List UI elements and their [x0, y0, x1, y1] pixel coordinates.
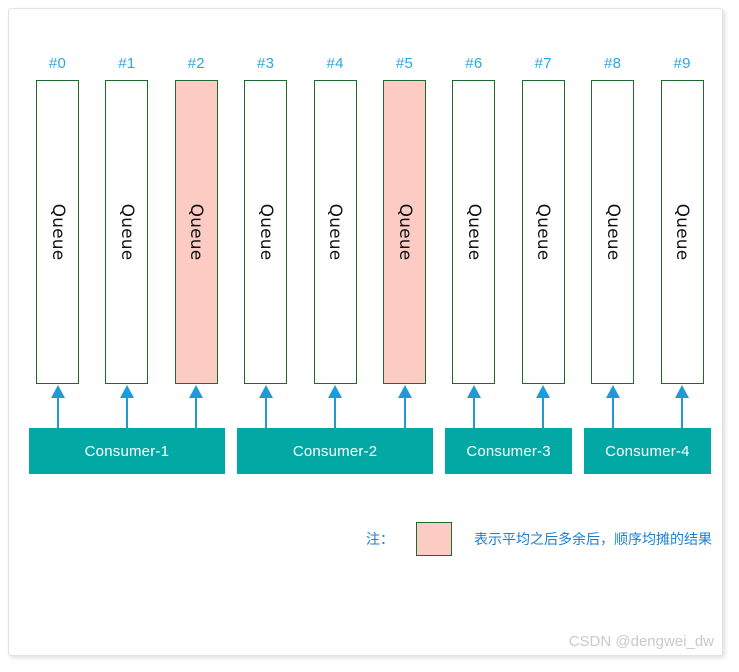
arrow-head-icon — [50, 385, 65, 398]
consumer-label: Consumer-4 — [605, 442, 690, 460]
queue-box-label: Queue — [325, 203, 346, 261]
consumer-label: Consumer-1 — [84, 442, 170, 460]
arrow-line — [611, 396, 614, 428]
arrow-line — [264, 396, 267, 428]
queue-index-label: #8 — [604, 55, 622, 72]
watermark-text: CSDN @dengwei_dw — [568, 633, 714, 650]
arrow-line — [195, 396, 198, 428]
consumer-box-3[interactable]: Consumer-3 — [445, 428, 572, 474]
queue-index-label: #0 — [48, 55, 67, 72]
arrow-head-icon — [189, 385, 204, 398]
legend-color-swatch — [416, 522, 452, 556]
queue-index-label: #9 — [673, 55, 691, 72]
queue-index-label: #3 — [257, 55, 275, 72]
consumer-to-queue-arrow — [189, 385, 204, 428]
queue-index-label: #1 — [118, 55, 136, 72]
queue-box-label: Queue — [394, 203, 415, 261]
queue-box[interactable]: Queue — [244, 80, 288, 384]
consumer-to-queue-arrow — [466, 385, 481, 428]
queue-index-label: #4 — [326, 55, 344, 72]
queue-box[interactable]: Queue — [105, 80, 149, 384]
arrow-head-icon — [397, 385, 412, 398]
consumer-box-1[interactable]: Consumer-1 — [29, 428, 225, 474]
consumer-to-queue-arrow — [328, 385, 343, 428]
queue-box[interactable]: Queue — [521, 80, 565, 384]
arrow-line — [542, 396, 545, 428]
queue-box-label: Queue — [672, 203, 693, 261]
arrow-line — [403, 396, 406, 428]
legend-description: 表示平均之后多余后，顺序均摊的结果 — [474, 532, 712, 548]
queue-box-label: Queue — [255, 203, 276, 261]
queue-box-label: Queue — [116, 203, 137, 261]
arrow-head-icon — [119, 385, 134, 398]
arrow-head-icon — [328, 385, 343, 398]
consumer-to-queue-arrow — [119, 385, 134, 428]
arrow-line — [472, 396, 475, 428]
arrow-line — [334, 396, 337, 428]
legend: 注： 表示平均之后多余后，顺序均摊的结果 — [366, 522, 712, 556]
consumer-to-queue-arrow — [50, 385, 65, 428]
arrow-head-icon — [258, 385, 273, 398]
queue-box[interactable]: Queue — [174, 80, 218, 384]
arrow-line — [56, 396, 59, 428]
consumer-to-queue-arrow — [397, 385, 412, 428]
queue-box-label: Queue — [533, 203, 554, 261]
queue-box[interactable]: Queue — [383, 80, 426, 384]
arrow-line — [681, 396, 684, 428]
queue-box[interactable]: Queue — [313, 80, 357, 384]
queue-index-label: #7 — [534, 55, 552, 72]
consumer-to-queue-arrow — [258, 385, 273, 428]
queue-index-label: #5 — [395, 55, 414, 72]
queue-box[interactable]: Queue — [591, 80, 635, 384]
arrow-head-icon — [675, 385, 690, 398]
arrow-head-icon — [536, 385, 551, 398]
consumer-to-queue-arrow — [605, 385, 620, 428]
arrow-line — [125, 396, 128, 428]
consumer-label: Consumer-3 — [466, 442, 551, 460]
consumer-box-4[interactable]: Consumer-4 — [584, 428, 711, 474]
consumer-to-queue-arrow — [675, 385, 690, 428]
queue-box[interactable]: Queue — [36, 80, 79, 384]
queue-box[interactable]: Queue — [660, 80, 704, 384]
consumer-box-2[interactable]: Consumer-2 — [237, 428, 433, 474]
queue-index-label: #2 — [187, 55, 205, 72]
arrow-head-icon — [605, 385, 620, 398]
queue-box-label: Queue — [186, 203, 207, 261]
arrow-head-icon — [466, 385, 481, 398]
consumer-label: Consumer-2 — [292, 442, 378, 460]
legend-prefix-label: 注： — [366, 532, 394, 548]
queue-box[interactable]: Queue — [452, 80, 496, 384]
queue-box-label: Queue — [602, 203, 623, 261]
queue-box-label: Queue — [463, 203, 484, 261]
consumer-to-queue-arrow — [536, 385, 551, 428]
queue-box-label: Queue — [47, 203, 68, 261]
queue-index-label: #6 — [465, 55, 483, 72]
